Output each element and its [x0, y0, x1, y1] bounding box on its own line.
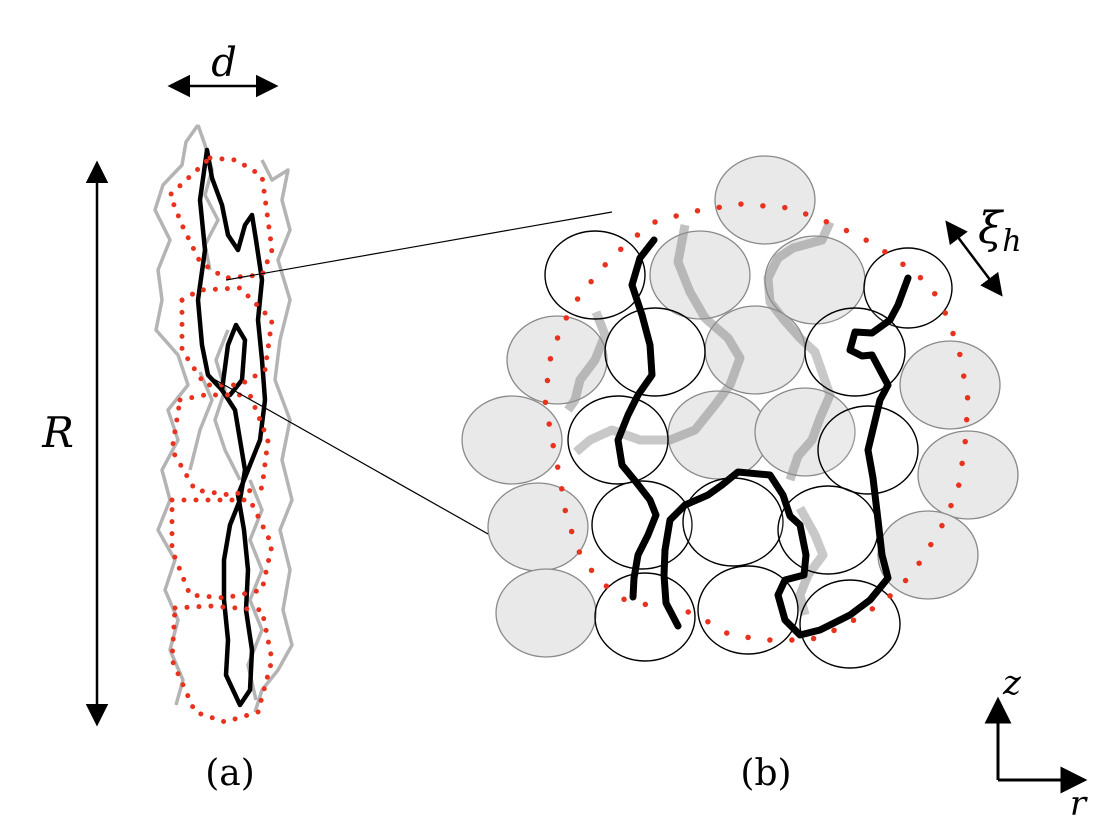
- panel-a-label: (a): [205, 753, 255, 794]
- open-blobs: [544, 230, 953, 669]
- blob-size-arrow: [945, 220, 1003, 297]
- zoom-lines: [211, 211, 613, 557]
- outline-dots-b: [542, 201, 971, 643]
- chain-b-left: [614, 236, 660, 601]
- outline-dots-a: [167, 155, 275, 725]
- chains-b: [614, 236, 912, 639]
- shaded-blobs: [461, 155, 1019, 658]
- panel-b: ξh (b): [461, 155, 1022, 794]
- chain-a: [195, 147, 268, 708]
- width-label: d: [211, 40, 237, 86]
- axes-indicator: z r: [984, 663, 1088, 824]
- blob-size-label: ξh: [978, 203, 1022, 259]
- panel-a: d R (a): [41, 40, 294, 794]
- axis-z-label: z: [1002, 663, 1022, 703]
- chain-b-middle: [660, 274, 912, 639]
- panel-b-label: (b): [740, 753, 791, 794]
- length-label: R: [41, 408, 74, 457]
- axis-r-label: r: [1070, 784, 1088, 824]
- blob-size-subscript: h: [1002, 224, 1021, 259]
- background-chains-a: [153, 123, 294, 713]
- background-chains-b: [564, 220, 835, 617]
